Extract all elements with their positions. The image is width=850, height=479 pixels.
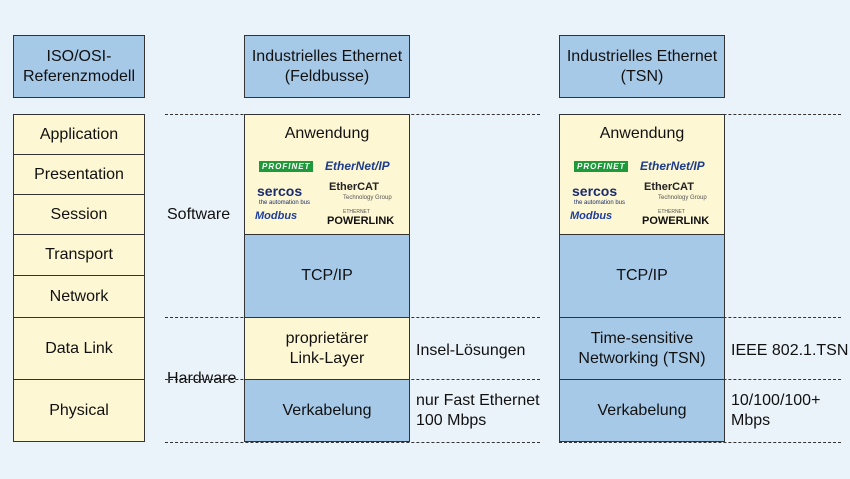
profinet-logo: PROFINET [259,161,314,172]
fieldbus-tcpip: TCP/IP [244,234,410,318]
tsn-anwendung: Anwendung [559,114,725,154]
powerlink-ethernet-label: ETHERNET [658,209,685,215]
powerlink-logo: POWERLINK [642,215,710,227]
osi-layer-transport: Transport [13,234,145,276]
dashed-line-bottom-right [559,442,841,443]
ethernetip-logo: EtherNet/IP [640,159,705,173]
tsn-link-layer: Time-sensitive Networking (TSN) [559,317,725,380]
modbus-logo: Modbus [255,210,298,222]
powerlink-ethernet-label: ETHERNET [343,209,370,215]
osi-header: ISO/OSI- Referenzmodell [13,35,145,98]
osi-layer-session: Session [13,194,145,235]
fieldbus-cable-note: nur Fast Ethernet 100 Mbps [416,392,540,429]
sercos-logo: sercos [257,183,303,199]
modbus-logo: Modbus [570,210,613,222]
tsn-tcpip: TCP/IP [559,234,725,318]
tsn-protocol-logos: PROFINET EtherNet/IP sercos the automati… [559,153,725,235]
fieldbus-link-note: Insel-Lösungen [416,342,526,359]
profinet-logo: PROFINET [574,161,629,172]
osi-layer-application: Application [13,114,145,155]
fieldbus-cabling: Verkabelung [244,379,410,442]
tsn-cabling: Verkabelung [559,379,725,442]
hardware-label: Hardware [167,370,237,387]
ethercat-logo: EtherCAT [329,181,379,193]
osi-layer-presentation: Presentation [13,154,145,195]
powerlink-logo: POWERLINK [327,215,395,227]
fieldbus-link-layer: proprietärer Link-Layer [244,317,410,380]
ethercat-tagline: Technology Group [343,195,392,201]
ethernetip-logo: EtherNet/IP [325,159,390,173]
fieldbus-anwendung: Anwendung [244,114,410,154]
osi-layer-network: Network [13,275,145,318]
sercos-tagline: the automation bus [259,200,311,206]
tsn-link-note: IEEE 802.1.TSN [731,342,849,359]
fieldbus-header: Industrielles Ethernet (Feldbusse) [244,35,410,98]
sercos-tagline: the automation bus [574,200,626,206]
tsn-header: Industrielles Ethernet (TSN) [559,35,725,98]
ethercat-tagline: Technology Group [658,195,707,201]
tsn-cable-note: 10/100/100+ Mbps [731,392,821,429]
fieldbus-protocol-logos: PROFINET EtherNet/IP sercos the automati… [244,153,410,235]
ethercat-logo: EtherCAT [644,181,694,193]
osi-layer-data-link: Data Link [13,317,145,380]
sercos-logo: sercos [572,183,618,199]
dashed-line-bottom [165,442,540,443]
osi-layer-physical: Physical [13,379,145,442]
software-label: Software [167,206,231,223]
